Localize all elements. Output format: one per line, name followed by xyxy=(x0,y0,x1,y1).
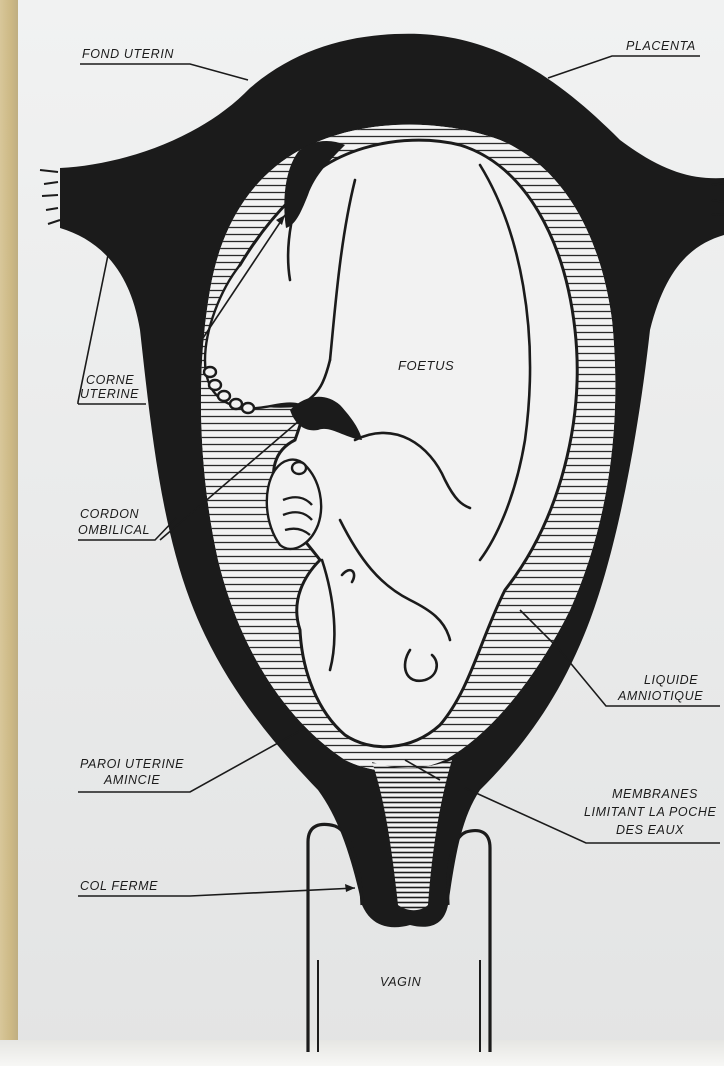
vaginal-wall-inner xyxy=(318,960,480,1052)
label-vagin: VAGIN xyxy=(380,975,422,989)
label-foetus: FOETUS xyxy=(398,358,454,373)
label-cordon-line1: CORDON xyxy=(80,507,140,521)
label-liquide-line2: AMNIOTIQUE xyxy=(617,689,703,703)
label-membranes-line1: MEMBRANES xyxy=(612,787,698,801)
label-cordon-line2: OMBILICAL xyxy=(78,523,150,537)
label-corne-line2: UTERINE xyxy=(80,387,139,401)
label-paroi-line2: AMINCIE xyxy=(103,773,160,787)
label-membranes-line3: DES EAUX xyxy=(616,823,684,837)
label-corne-line1: CORNE xyxy=(86,373,134,387)
label-liquide-line1: LIQUIDE xyxy=(644,673,698,687)
label-paroi-line1: PAROI UTERINE xyxy=(80,757,184,771)
label-placenta: PLACENTA xyxy=(626,39,696,53)
label-membranes-line2: LIMITANT LA POCHE xyxy=(584,805,717,819)
label-fond-uterin: FOND UTERIN xyxy=(82,47,174,61)
label-col-ferme: COL FERME xyxy=(80,879,158,893)
